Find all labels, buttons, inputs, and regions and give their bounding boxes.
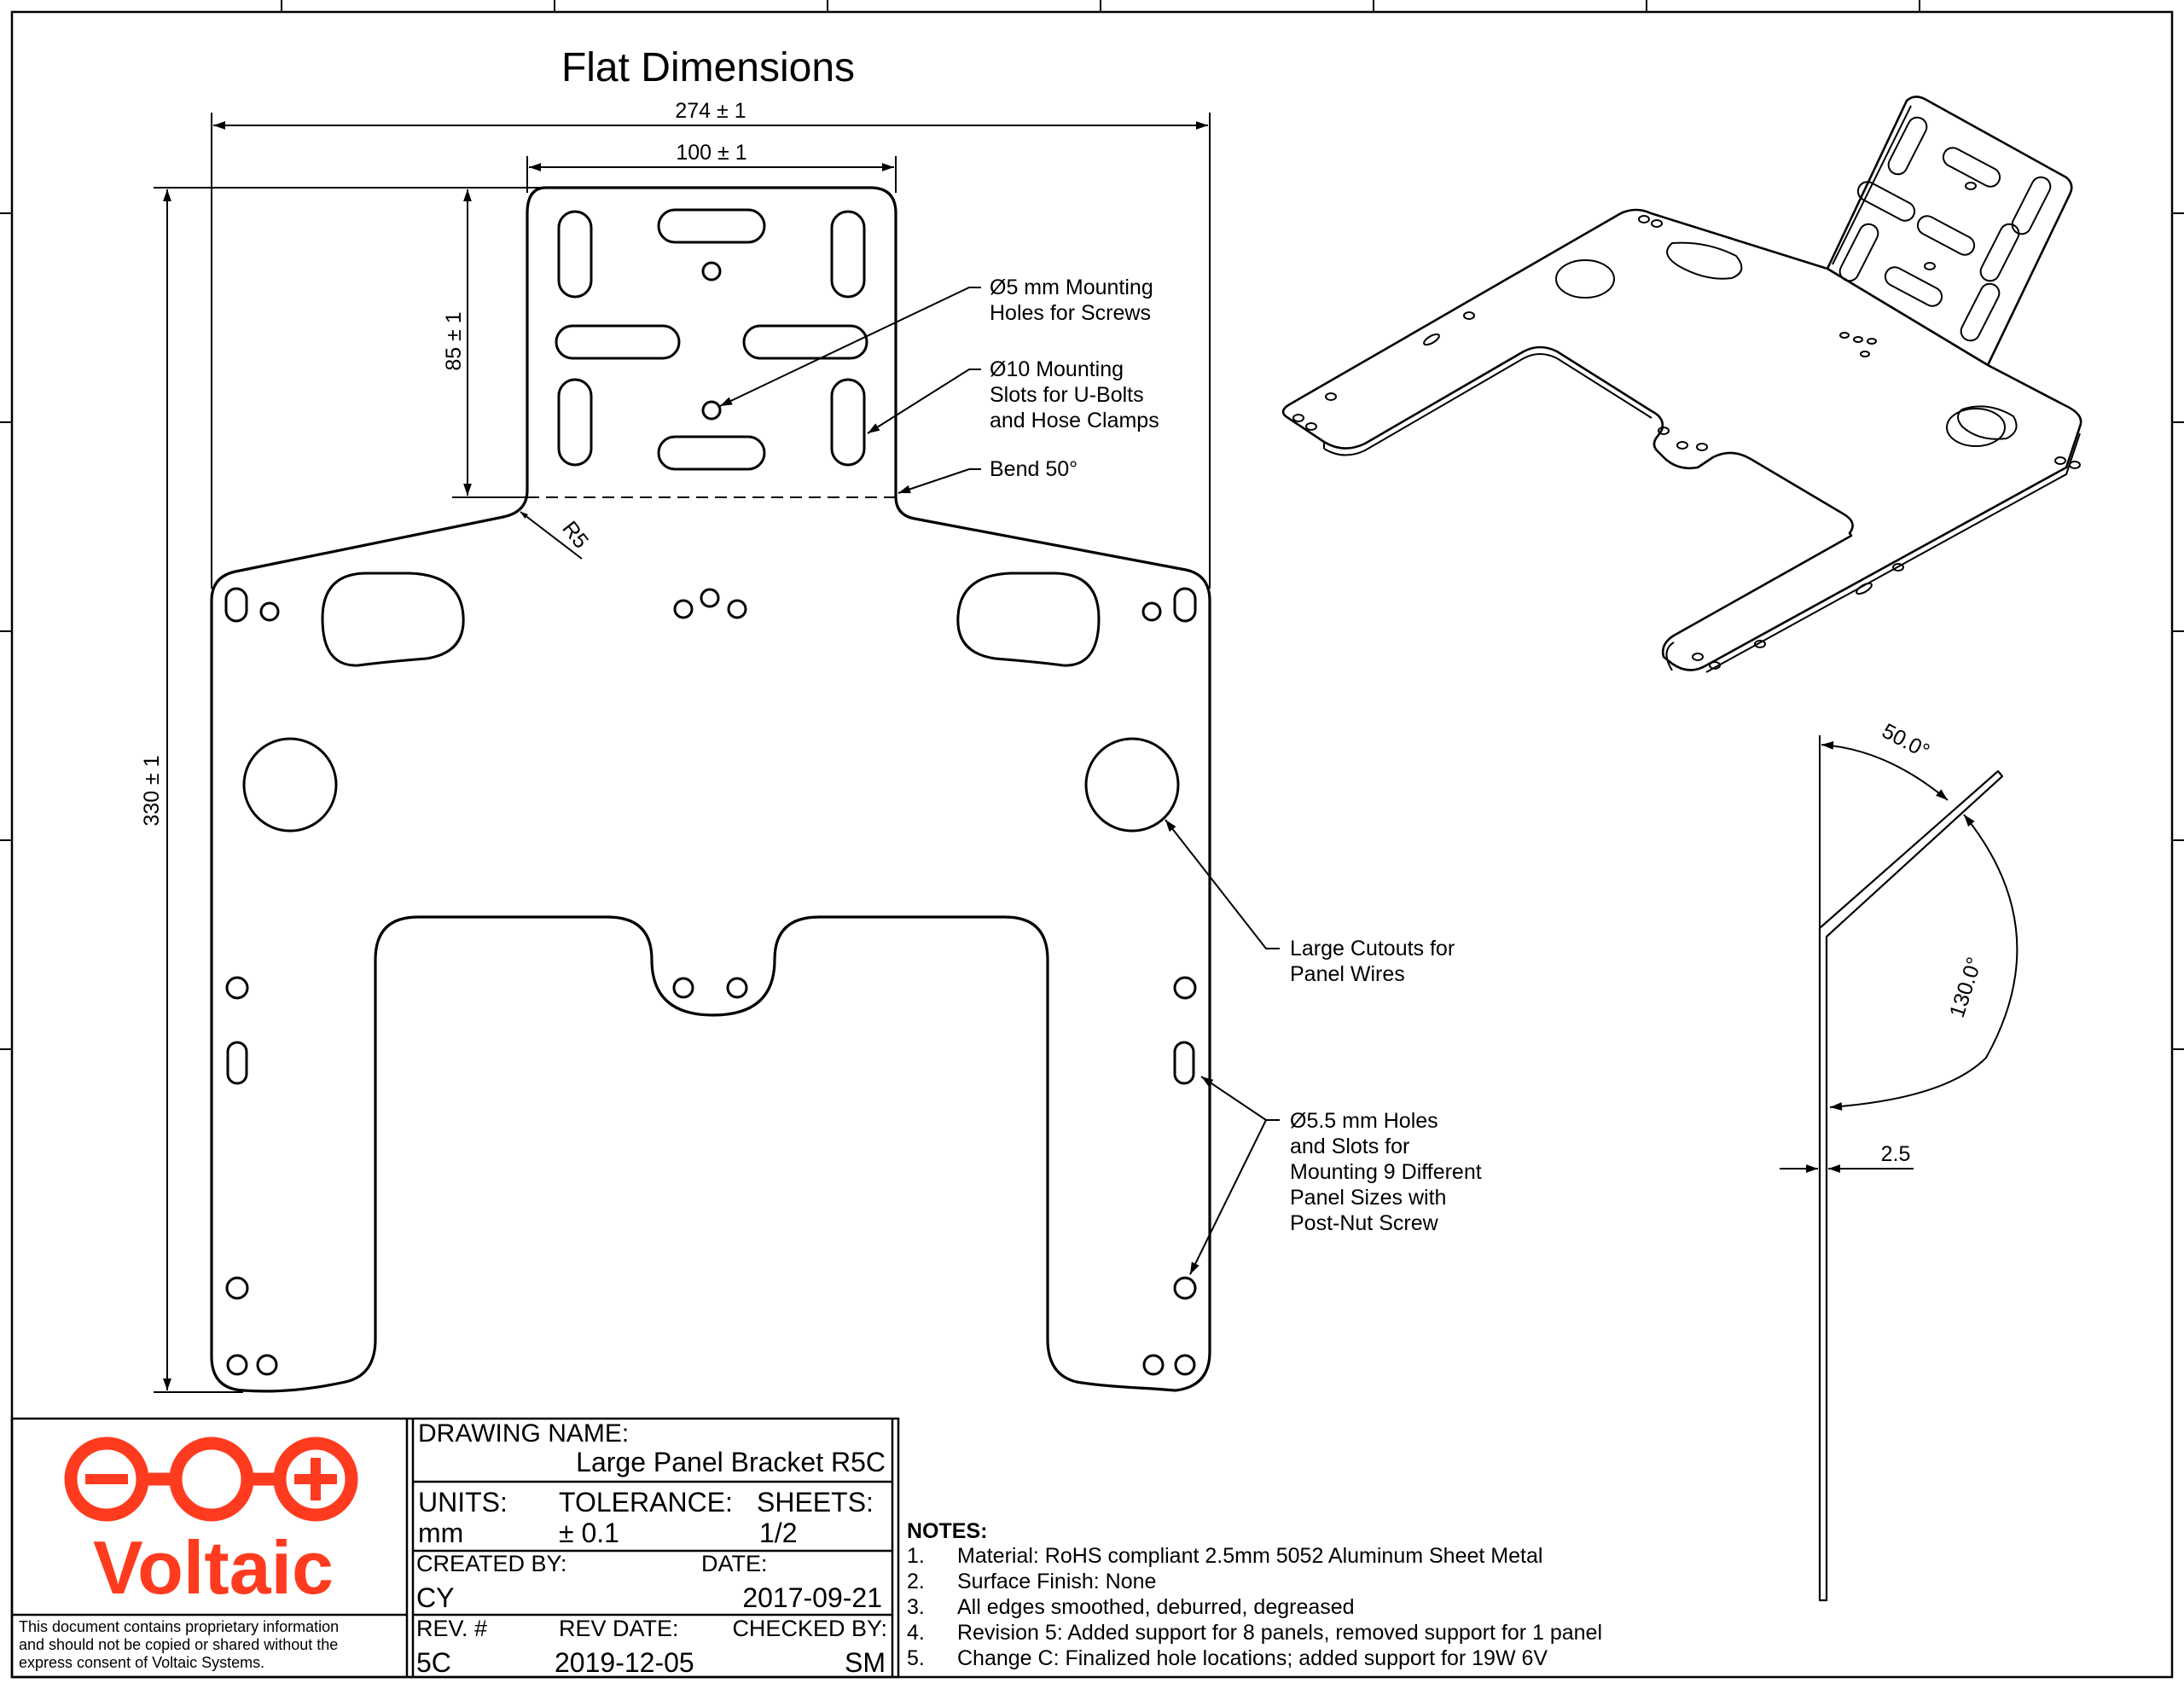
dim-overall-width: 274 ± 1: [675, 99, 746, 123]
created-by-label: CREATED BY:: [416, 1551, 567, 1576]
drawing-name-label: DRAWING NAME:: [418, 1419, 629, 1448]
dim-radius: R5: [557, 517, 593, 553]
rev-date-label: REV DATE:: [559, 1616, 679, 1641]
created-by-value: CY: [416, 1582, 454, 1613]
callout-screw-holes: Ø5 mm Mounting Holes for Screws: [990, 276, 1159, 325]
callouts: Ø5 mm Mounting Holes for Screws Ø10 Moun…: [719, 276, 1488, 1275]
rev-value: 5C: [416, 1647, 451, 1678]
checked-by-value: SM: [845, 1647, 886, 1678]
dim-tab-height: 85 ± 1: [442, 311, 466, 370]
note-num: 4.: [907, 1621, 925, 1645]
date-value: 2017-09-21: [742, 1582, 882, 1613]
dim-side-angle: 50.0°: [1878, 719, 1933, 763]
note-num: 2.: [907, 1570, 925, 1593]
sheets-label: SHEETS:: [757, 1487, 874, 1518]
dim-thickness: 2.5: [1881, 1142, 1911, 1166]
date-label: DATE:: [701, 1551, 768, 1576]
tolerance-value: ± 0.1: [559, 1518, 619, 1548]
note-num: 3.: [907, 1595, 925, 1619]
flat-part: [210, 186, 1211, 1393]
note-text: Change C: Finalized hole locations; adde…: [957, 1646, 1548, 1670]
callout-panel-holes: Ø5.5 mm Holes and Slots for Mounting 9 D…: [1290, 1109, 1488, 1235]
note-text: Surface Finish: None: [957, 1570, 1156, 1593]
note-num: 1.: [907, 1544, 925, 1568]
note-num: 5.: [907, 1646, 925, 1670]
units-label: UNITS:: [418, 1487, 508, 1518]
tolerance-label: TOLERANCE:: [559, 1487, 733, 1518]
drawing-title: Flat Dimensions: [561, 45, 855, 90]
note-text: Revision 5: Added support for 8 panels, …: [957, 1621, 1602, 1645]
isometric-view: [1281, 96, 2082, 673]
callout-cutouts: Large Cutouts for Panel Wires: [1290, 937, 1461, 986]
sheets-value: 1/2: [759, 1518, 797, 1548]
voltaic-logo: [64, 1437, 358, 1522]
title-block: Voltaic This document contains proprieta…: [10, 1417, 900, 1679]
notes: NOTES: 1. Material: RoHS compliant 2.5mm…: [907, 1519, 1602, 1670]
dimensions: 274 ± 1 100 ± 1 85 ± 1 330 ± 1 R5: [140, 99, 1211, 1393]
notes-header: NOTES:: [907, 1519, 987, 1543]
dim-overall-height: 330 ± 1: [140, 755, 164, 826]
checked-by-label: CHECKED BY:: [732, 1616, 887, 1641]
rev-date-value: 2019-12-05: [555, 1647, 694, 1678]
disclaimer: This document contains proprietary infor…: [19, 1618, 343, 1671]
dim-tab-width: 100 ± 1: [676, 141, 746, 165]
dim-side-complement: 130.0°: [1945, 955, 1987, 1021]
rev-label: REV. #: [416, 1616, 487, 1641]
callout-bend: Bend 50°: [990, 457, 1077, 481]
brand-name: Voltaic: [93, 1525, 334, 1610]
callout-slots: Ø10 Mounting Slots for U-Bolts and Hose …: [990, 357, 1159, 432]
c-circle-icon: [169, 1437, 254, 1522]
bend-side-view: 50.0° 130.0° 2.5: [1780, 719, 2018, 1602]
note-text: Material: RoHS compliant 2.5mm 5052 Alum…: [957, 1544, 1542, 1568]
drawing-name: Large Panel Bracket R5C: [576, 1447, 886, 1477]
note-text: All edges smoothed, deburred, degreased: [957, 1595, 1355, 1619]
units-value: mm: [418, 1518, 463, 1548]
